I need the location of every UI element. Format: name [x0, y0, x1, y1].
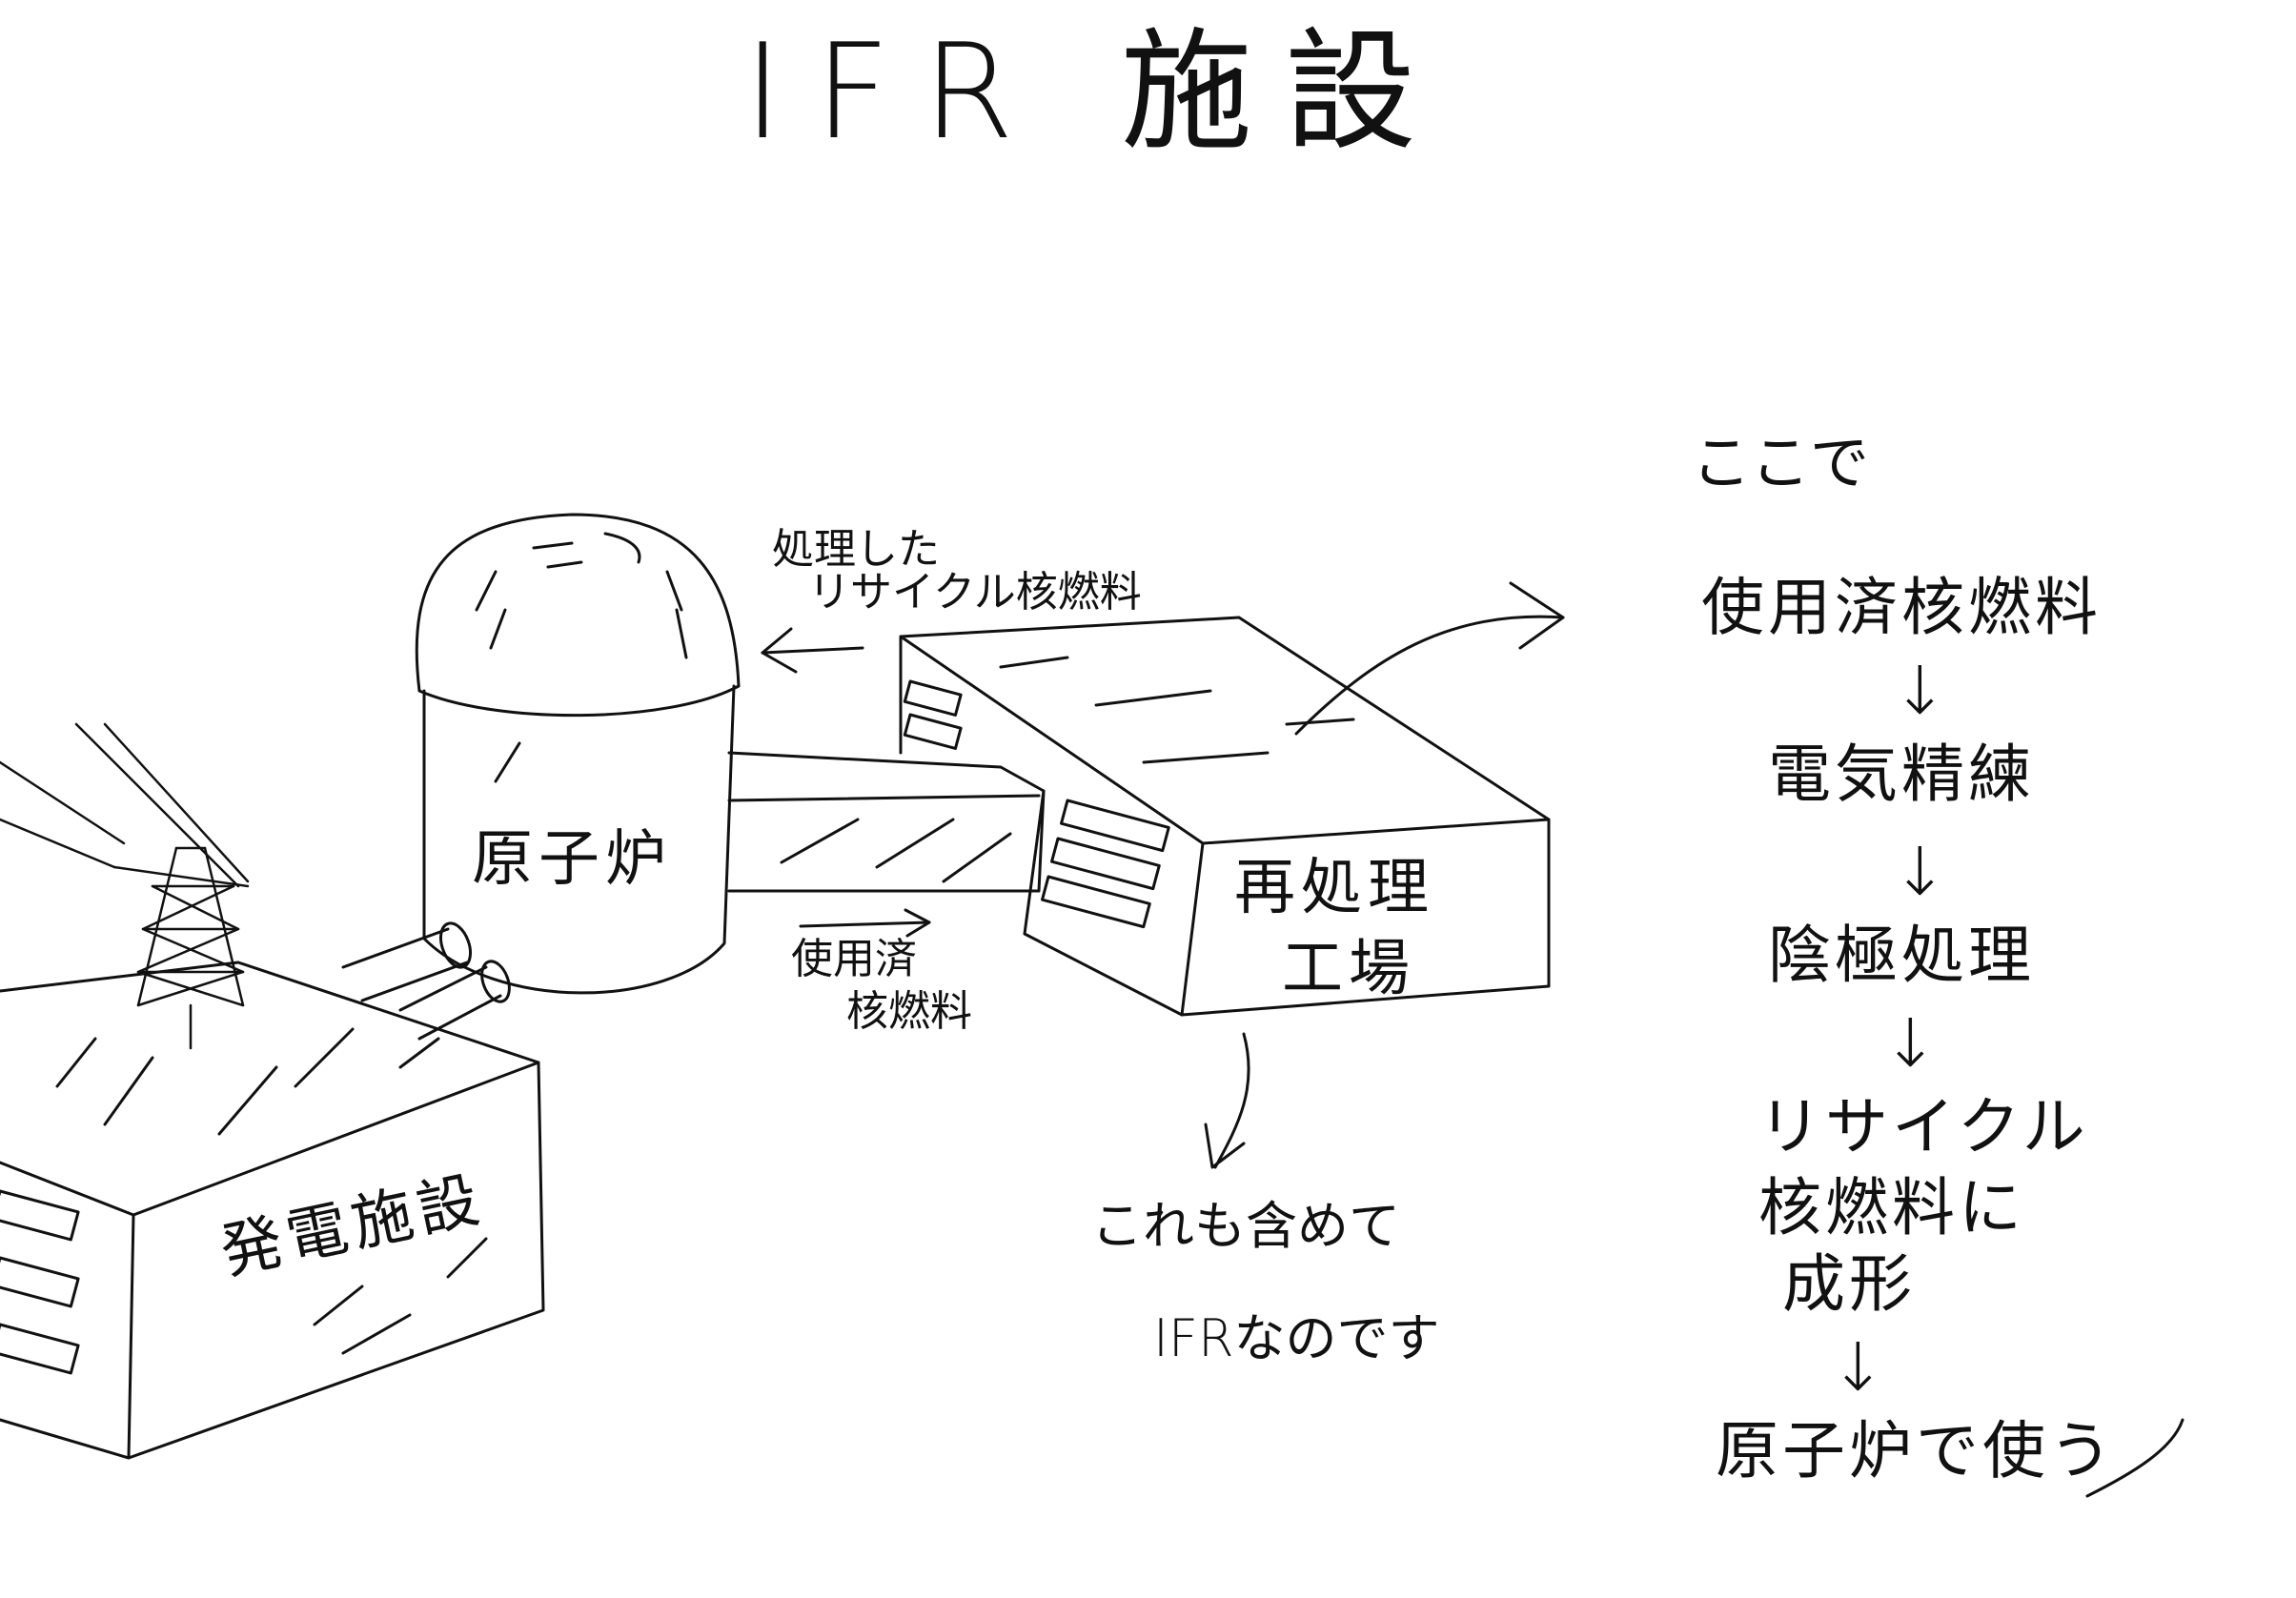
process-step-spent-fuel: 使用済核燃料 — [1701, 576, 2102, 639]
process-arrow-4: ↓ — [1830, 1334, 1886, 1401]
reprocessing-label-line2: 工場 — [1282, 939, 1415, 1000]
reprocessing-label-line1: 再処理 — [1234, 858, 1434, 919]
reactor-building — [417, 515, 739, 993]
reactor-label: 原子炉 — [472, 829, 672, 890]
transmission-tower — [0, 724, 248, 1048]
spent-fuel-note-line2: 核燃料 — [846, 991, 972, 1033]
recycled-fuel-arrow — [762, 629, 863, 672]
reprocessing-plant — [901, 617, 1549, 1015]
process-step-electrorefining: 電気精練 — [1768, 743, 2035, 806]
recycled-fuel-note-line1: 処理した — [772, 529, 940, 571]
process-arrow-1: ↓ — [1892, 657, 1948, 724]
spent-fuel-arrow — [801, 910, 929, 936]
process-arrow-3: ↓ — [1882, 1010, 1939, 1077]
process-step-use-in-reactor: 原子炉で使う — [1716, 1420, 2116, 1483]
process-step-recycle-line2: 核燃料に — [1758, 1177, 2025, 1240]
callout-arrow-to-caption — [1206, 1034, 1249, 1167]
connecting-corridor — [729, 753, 1044, 891]
process-step-recycle-line1: リサイクル — [1758, 1096, 2089, 1159]
reactor-pipes — [343, 920, 515, 1039]
process-step-cathode: 陰極処理 — [1768, 924, 2035, 987]
process-intro: ここで — [1692, 434, 1869, 493]
callout-arrow-to-process — [1296, 583, 1563, 734]
page-title: IFR 施設 — [743, 27, 1449, 158]
caption-line2: IFRなのです — [1153, 1313, 1440, 1365]
process-step-recycle-line3: 成形 — [1782, 1253, 1916, 1316]
recycled-fuel-note-line2: リサイクル核燃料 — [808, 572, 1142, 614]
caption-line1: これも含めて — [1091, 1201, 1400, 1252]
spent-fuel-note-line1: 使用済 — [791, 939, 917, 981]
process-arrow-2: ↓ — [1892, 839, 1948, 905]
